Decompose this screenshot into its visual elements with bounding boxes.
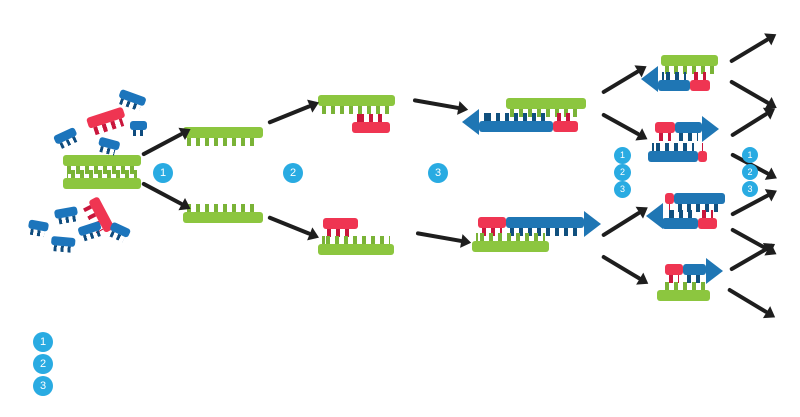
dna-template-strand — [648, 143, 698, 162]
new-strand-arrowhead — [702, 116, 719, 142]
dna-template-strand — [183, 204, 263, 223]
primer — [352, 114, 390, 133]
step-badge-annealing: 2 — [283, 163, 303, 183]
new-dna-strand — [479, 113, 553, 132]
new-strand-arrowhead — [641, 66, 658, 92]
flow-arrow — [267, 103, 312, 125]
flow-arrow — [728, 37, 770, 64]
primer — [690, 72, 710, 91]
new-strand-arrowhead — [706, 258, 723, 284]
flow-arrow — [412, 98, 460, 111]
cycle-step-badge: 1 — [742, 147, 758, 163]
dna-template-strand — [674, 193, 725, 212]
primer — [665, 264, 683, 283]
nucleotide-blob — [27, 219, 50, 238]
flow-arrow — [600, 210, 642, 238]
flow-arrow — [601, 112, 641, 137]
primer — [323, 218, 358, 237]
primer — [655, 122, 675, 141]
primer — [478, 217, 506, 236]
primer — [665, 193, 674, 212]
dna-template-strand — [63, 170, 141, 189]
new-dna-strand — [506, 217, 584, 236]
cycle-step-badge: 1 — [614, 147, 631, 164]
primer — [553, 113, 578, 132]
nucleotide-blob — [77, 220, 104, 242]
dna-template-strand — [318, 236, 394, 255]
new-dna-strand — [675, 122, 702, 141]
flow-arrow — [415, 231, 463, 244]
dna-template-strand — [318, 95, 395, 114]
step-badge-denaturation: 1 — [153, 163, 173, 183]
nucleotide-blob — [107, 221, 132, 243]
primer — [698, 210, 717, 229]
nucleotide-blob — [50, 235, 76, 253]
cycle-step-badge: 2 — [742, 164, 758, 180]
nucleotide-blob — [96, 136, 121, 157]
primer — [698, 143, 707, 162]
new-strand-arrowhead — [584, 211, 601, 237]
flow-arrow — [141, 131, 184, 157]
flow-arrow — [600, 254, 642, 281]
flow-arrow — [726, 287, 769, 315]
new-dna-strand — [658, 72, 690, 91]
legend-step-badge: 1 — [33, 332, 53, 352]
dna-template-strand — [183, 127, 263, 146]
flow-arrow — [729, 79, 770, 106]
dna-template-strand — [657, 282, 710, 301]
cycle-step-badge: 2 — [614, 164, 631, 181]
legend-step-badge: 3 — [33, 376, 53, 396]
cycle-step-badge: 3 — [742, 181, 758, 197]
flow-arrow — [729, 111, 769, 138]
cycle-step-badge: 3 — [614, 181, 631, 198]
new-dna-strand — [683, 264, 706, 283]
nucleotide-blob — [130, 121, 147, 136]
new-strand-arrowhead — [646, 203, 663, 229]
nucleotide-blob — [53, 206, 79, 225]
dna-template-strand — [472, 233, 549, 252]
flow-arrow — [729, 246, 769, 272]
new-dna-strand — [662, 210, 698, 229]
flow-arrow — [600, 69, 640, 95]
nucleotide-blob — [52, 126, 80, 150]
step-badge-elongation: 3 — [428, 163, 448, 183]
flow-arrow — [141, 181, 184, 207]
legend-step-badge: 2 — [33, 354, 53, 374]
new-strand-arrowhead — [462, 109, 479, 135]
primer-blob — [85, 106, 128, 137]
dna-template-strand — [661, 55, 718, 74]
flow-arrow — [267, 215, 312, 237]
